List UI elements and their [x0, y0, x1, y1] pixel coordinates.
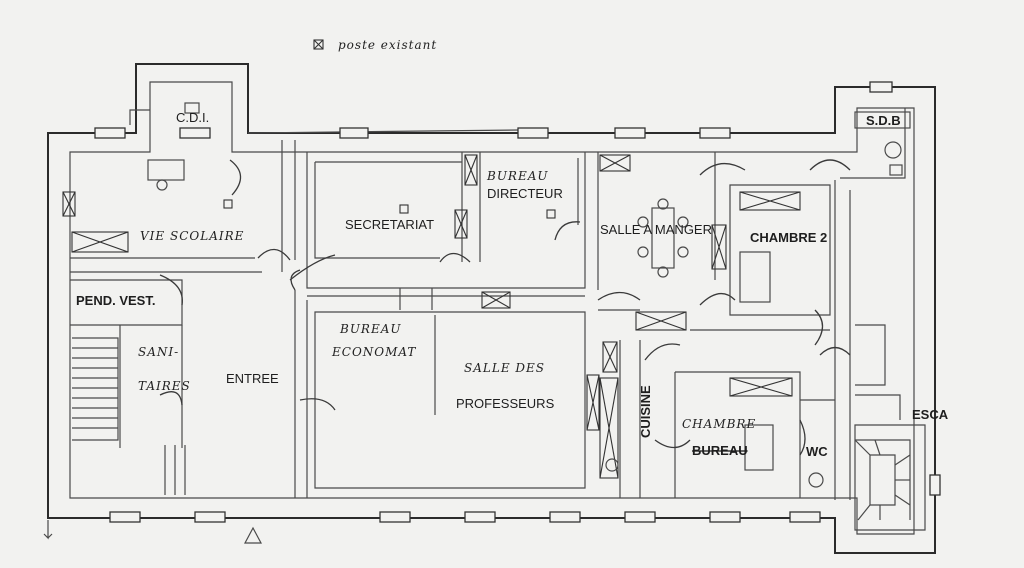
label-sanitaires-1: SANI- [138, 345, 179, 359]
windows [94, 81, 941, 523]
room-labels: C.D.I. S.D.B VIE SCOLAIRE SECRETARIAT BU… [76, 110, 949, 459]
label-bureau-economat-2: ECONOMAT [331, 345, 416, 359]
outer-walls [47, 63, 936, 554]
label-pend-vest: PEND. VEST. [76, 293, 155, 308]
label-salle-profs-1: SALLE DES [464, 361, 545, 375]
legend-text: poste existant [338, 38, 437, 52]
stairs-left [72, 347, 186, 495]
label-sanitaires-2: TAIRES [138, 379, 191, 393]
legend: poste existant [313, 38, 437, 52]
label-bureau-economat-1: BUREAU [339, 322, 402, 336]
label-salle-a-manger: SALLE A MANGER [600, 222, 712, 237]
doors [159, 159, 851, 456]
label-entree: ENTREE [226, 371, 279, 386]
label-cdi: C.D.I. [176, 110, 209, 125]
stairs-right [854, 439, 911, 521]
label-bureau: BUREAU [692, 443, 748, 458]
label-bureau-directeur-2: DIRECTEUR [487, 186, 563, 201]
label-vie-scolaire: VIE SCOLAIRE [140, 229, 244, 243]
legend-symbol [313, 39, 324, 50]
label-secretariat: SECRETARIAT [345, 217, 434, 232]
radiators [62, 154, 801, 479]
label-sdb: S.D.B [866, 113, 901, 128]
label-escalier: ESCA [912, 407, 949, 422]
label-wc: WC [806, 444, 828, 459]
furniture [43, 102, 911, 544]
label-salle-profs-2: PROFESSEURS [456, 396, 555, 411]
label-bureau-directeur-1: BUREAU [486, 169, 549, 183]
label-chambre-2: CHAMBRE 2 [750, 230, 827, 245]
label-chambre: CHAMBRE [682, 417, 756, 431]
label-cuisine: CUISINE [638, 385, 653, 438]
